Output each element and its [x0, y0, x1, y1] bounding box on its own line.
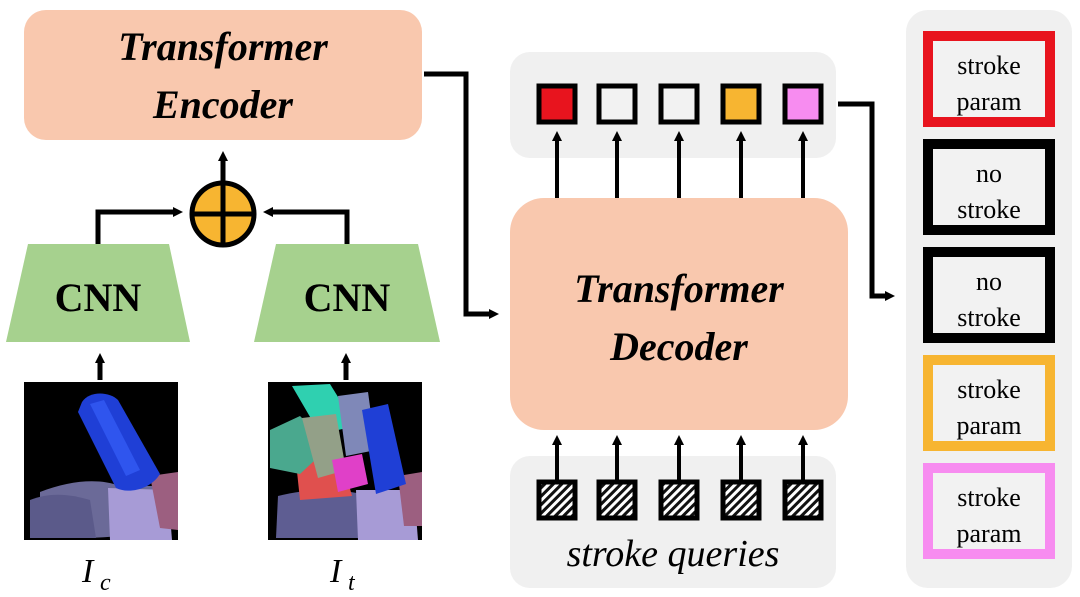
cnn-left-block: [6, 244, 190, 342]
transformer-decoder-box: [510, 198, 848, 430]
prediction-line2: stroke: [957, 195, 1021, 224]
stroke-queries-label: stroke queries: [567, 533, 780, 575]
encoder-title-line1: Transformer: [118, 24, 328, 69]
target-label-sub: t: [348, 570, 356, 596]
output-token: [596, 83, 638, 125]
arrow-cnn-right-to-sum: [263, 207, 350, 244]
decoder-title-line2: Decoder: [609, 324, 748, 369]
cnn-right-label: CNN: [304, 275, 391, 320]
prediction-line2: stroke: [957, 303, 1021, 332]
output-token: [658, 83, 700, 125]
stroke-queries: [536, 479, 824, 521]
output-token: [536, 83, 578, 125]
prediction-box: [923, 31, 1055, 127]
transformer-encoder-box: [24, 10, 422, 140]
prediction-line2: param: [957, 411, 1022, 440]
prediction-box: [923, 247, 1055, 343]
prediction-line1: no: [976, 267, 1002, 296]
connectors: [95, 71, 895, 380]
stroke-query-token: [596, 479, 638, 521]
target-label-main: I: [329, 553, 343, 590]
stroke-query-token: [782, 479, 824, 521]
prediction-line1: stroke: [957, 51, 1021, 80]
decoder-title-line1: Transformer: [574, 266, 784, 311]
prediction-box: [923, 139, 1055, 235]
output-tokens: [536, 83, 824, 125]
arrow-tokens-to-predictions: [838, 101, 895, 301]
stroke-query-token: [536, 479, 578, 521]
target-image: [268, 382, 422, 540]
canvas-label-main: I: [81, 553, 95, 590]
output-token: [782, 83, 824, 125]
cnn-left-label: CNN: [55, 275, 142, 320]
prediction-box: [923, 463, 1055, 559]
arrow-cnn-left-to-sum: [95, 207, 183, 244]
stroke-query-token: [658, 479, 700, 521]
token-connectors: [552, 131, 808, 480]
predictions: stroke param no stroke no stroke stroke param st…: [923, 31, 1055, 559]
canvas-label-sub: c: [100, 570, 111, 596]
prediction-line2: param: [957, 519, 1022, 548]
prediction-line1: stroke: [957, 483, 1021, 512]
prediction-line2: param: [957, 87, 1022, 116]
output-token: [720, 83, 762, 125]
prediction-box: [923, 355, 1055, 451]
cnn-right-block: [254, 244, 440, 342]
arrow-encoder-to-decoder: [424, 71, 499, 319]
encoder-title-line2: Encoder: [152, 82, 293, 127]
canvas-image: [24, 382, 178, 540]
stroke-query-token: [720, 479, 762, 521]
prediction-line1: no: [976, 159, 1002, 188]
prediction-line1: stroke: [957, 375, 1021, 404]
